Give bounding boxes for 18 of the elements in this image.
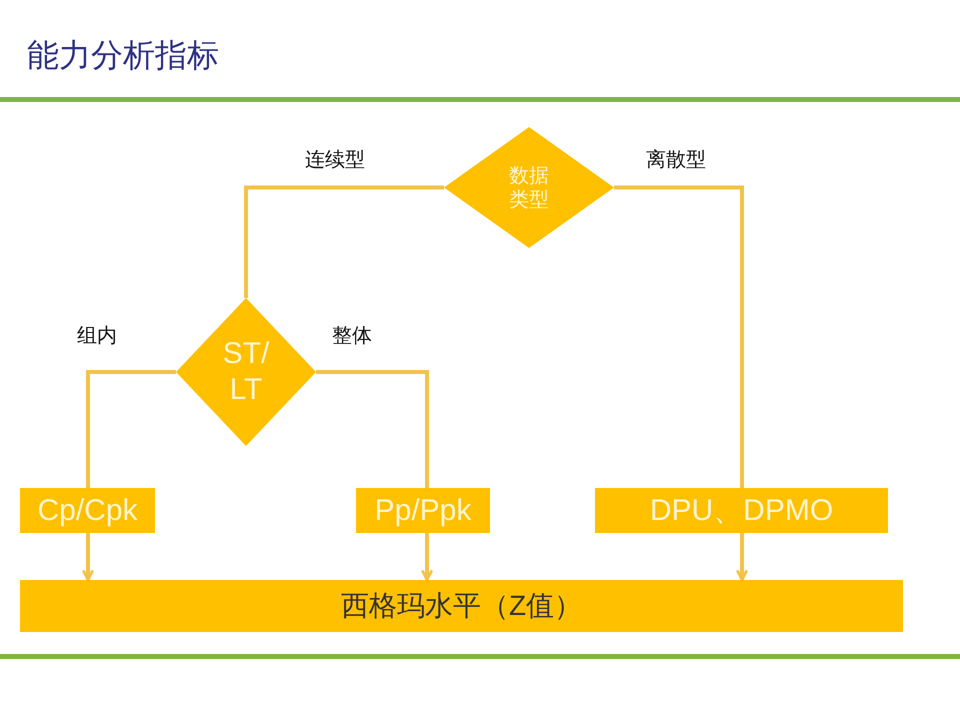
edge-label: 连续型 (305, 148, 365, 172)
arrow (82, 533, 94, 582)
edge-label: 离散型 (646, 148, 706, 172)
diamond-label: 数据类型 (508, 164, 550, 212)
process-box: Pp/Ppk (356, 488, 490, 533)
process-box: DPU、DPMO (595, 488, 888, 533)
connector-line (316, 370, 429, 488)
diamond-label: ST/ LT (222, 336, 270, 408)
connector-line (244, 186, 444, 298)
process-box: Cp/Cpk (20, 488, 155, 533)
arrow (420, 533, 434, 582)
edge-label: 组内 (77, 324, 117, 348)
slide-title: 能力分析指标 (27, 36, 219, 74)
connector-line (86, 370, 176, 488)
edge-label: 整体 (332, 324, 372, 348)
arrow (736, 533, 748, 582)
process-box: 西格玛水平（Z值） (20, 580, 903, 632)
connector-line (614, 186, 744, 488)
